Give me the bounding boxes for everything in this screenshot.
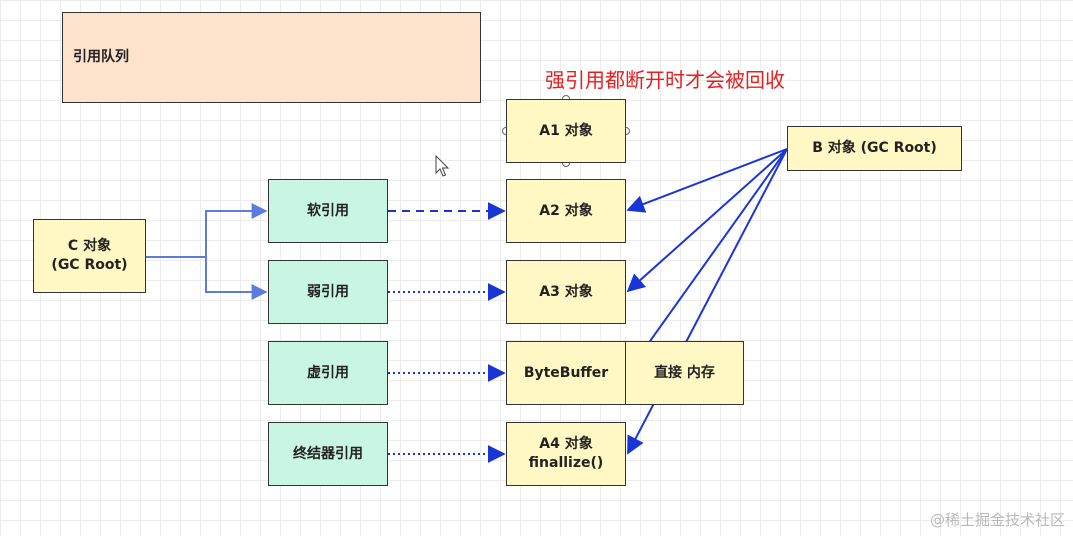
b-gc-root-box[interactable]: B 对象 (GC Root) (787, 126, 962, 171)
b-to-a3-arrow (626, 148, 788, 293)
a3-object-label: A3 对象 (539, 283, 593, 300)
weak-reference-box[interactable]: 弱引用 (268, 260, 388, 324)
soft-reference-label: 软引用 (307, 202, 349, 219)
a2-object-label: A2 对象 (539, 202, 593, 219)
a4-object-box[interactable]: A4 对象 finallize() (506, 422, 626, 486)
phantom-reference-label: 虚引用 (307, 364, 349, 381)
watermark: @稀土掘金技术社区 (929, 511, 1065, 529)
b-to-a4-arrow (627, 148, 788, 455)
a1-object-box[interactable]: A1 对象 (506, 99, 626, 163)
finalizer-reference-box[interactable]: 终结器引用 (268, 422, 388, 486)
b-to-bytebuffer-arrow (626, 148, 788, 374)
mouse-cursor-icon (435, 154, 450, 177)
bytebuffer-box[interactable]: ByteBuffer (506, 341, 626, 405)
reference-queue-box[interactable]: 引用队列 (62, 12, 481, 103)
a4-finalize-label: finallize() (528, 455, 604, 471)
direct-memory-label: 直接 内存 (654, 364, 715, 381)
c-to-soft-connector (146, 203, 268, 258)
strong-reference-note: 强引用都断开时才会被回收 (545, 68, 785, 92)
a1-object-label: A1 对象 (539, 122, 593, 139)
phantom-reference-box[interactable]: 虚引用 (268, 341, 388, 405)
a2-object-box[interactable]: A2 对象 (506, 179, 626, 243)
reference-queue-label: 引用队列 (73, 49, 129, 66)
weak-reference-label: 弱引用 (307, 283, 349, 300)
finalizer-reference-label: 终结器引用 (293, 445, 363, 462)
direct-memory-box[interactable]: 直接 内存 (625, 341, 744, 405)
c-gc-root-box[interactable]: C 对象 (GC Root) (33, 219, 146, 293)
bytebuffer-label: ByteBuffer (523, 364, 609, 381)
c-to-weak-connector (205, 257, 268, 300)
c-object-label: C 对象 (67, 238, 112, 255)
b-gc-root-label: B 对象 (GC Root) (812, 140, 937, 157)
b-to-a2-arrow (626, 148, 788, 213)
a3-object-box[interactable]: A3 对象 (506, 260, 626, 324)
soft-reference-box[interactable]: 软引用 (268, 179, 388, 243)
a4-object-label: A4 对象 (539, 436, 593, 453)
c-gc-root-label: (GC Root) (51, 257, 128, 273)
